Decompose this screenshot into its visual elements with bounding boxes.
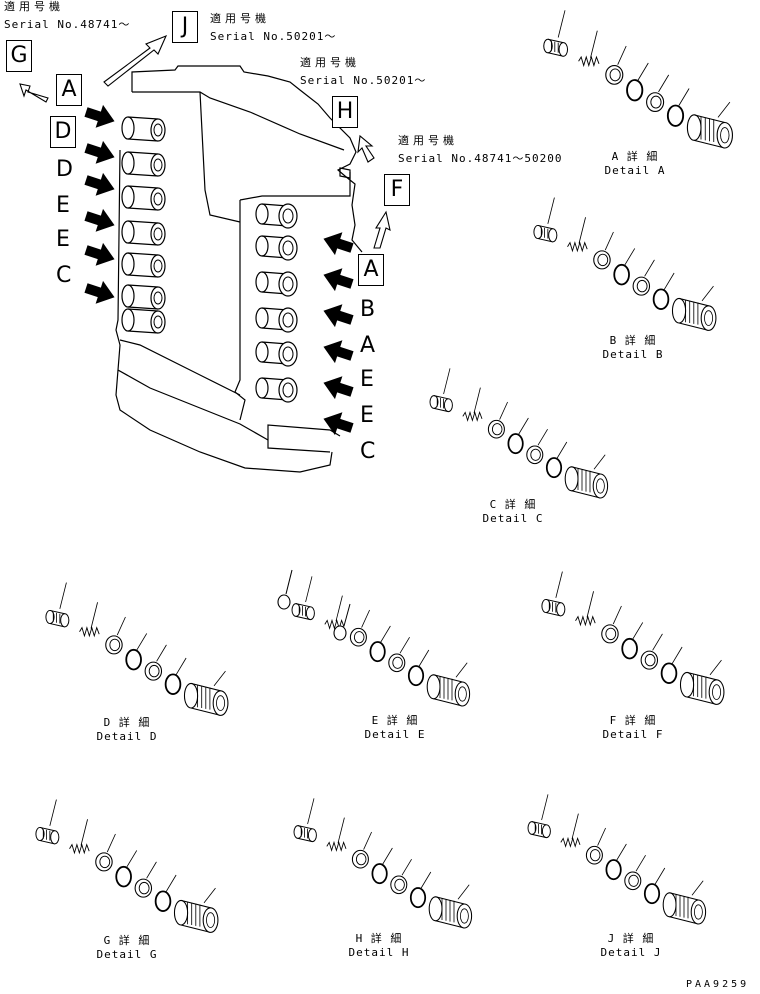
caption-en: Detail D (96, 730, 158, 743)
caption-jp: E 詳 細 (371, 714, 419, 727)
applicable-label: 適用号機 (300, 56, 360, 69)
serial-note-48741: 適用号機 Serial No.48741～ (4, 0, 130, 31)
box-a-right: A (358, 254, 384, 286)
caption-en: Detail A (604, 164, 666, 177)
caption-en: Detail B (602, 348, 664, 361)
left-letter-e2: E (56, 227, 70, 252)
left-ports (121, 116, 166, 334)
right-letter-c: C (360, 439, 376, 464)
exploded-sets (36, 10, 733, 932)
reference-arrows (19, 34, 391, 249)
right-letter-e1: E (360, 367, 374, 392)
valve-block (115, 65, 363, 473)
box-d: D (50, 116, 76, 148)
right-arrows (319, 227, 356, 440)
serial-text: Serial No.48741～50200 (398, 152, 563, 165)
left-letter-d: D (56, 157, 73, 182)
serial-note-48741-50200: 適用号機 Serial No.48741～50200 (398, 134, 562, 165)
serial-text: Serial No.50201～ (300, 74, 427, 87)
serial-note-50201-j: 適用号機 Serial No.50201～ (210, 12, 336, 43)
box-a-top: A (56, 74, 82, 106)
applicable-label: 適用号機 (210, 12, 270, 25)
caption-jp: G 詳 細 (103, 934, 151, 947)
box-f: F (384, 174, 410, 206)
box-h: H (332, 96, 358, 128)
caption-en: Detail F (602, 728, 664, 741)
caption-en: Detail E (364, 728, 426, 741)
caption-jp: A 詳 細 (611, 150, 659, 163)
caption-jp: J 詳 細 (607, 932, 655, 945)
caption-jp: H 詳 細 (355, 932, 403, 945)
applicable-label: 適用号機 (4, 0, 64, 13)
caption-en: Detail G (96, 948, 158, 961)
right-letter-a: A (360, 333, 376, 358)
right-ports (255, 203, 298, 403)
caption-en: Detail H (348, 946, 410, 959)
box-g: G (6, 40, 32, 72)
caption-jp: C 詳 細 (489, 498, 537, 511)
caption-jp: B 詳 細 (609, 334, 657, 347)
caption-en: Detail J (600, 946, 662, 959)
box-j: J (172, 11, 198, 43)
serial-text: Serial No.48741～ (4, 18, 131, 31)
caption-jp: F 詳 細 (609, 714, 657, 727)
left-letter-e1: E (56, 193, 70, 218)
caption-jp: D 詳 細 (103, 716, 151, 729)
applicable-label: 適用号機 (398, 134, 458, 147)
drawing-code: PAA9259 (686, 979, 750, 990)
right-letter-e2: E (360, 403, 374, 428)
left-letter-c: C (56, 263, 72, 288)
serial-text: Serial No.50201～ (210, 30, 337, 43)
caption-en: Detail C (482, 512, 544, 525)
right-letter-b: B (360, 297, 376, 322)
left-arrows (82, 100, 119, 309)
serial-note-50201-h: 適用号機 Serial No.50201～ (300, 56, 426, 87)
